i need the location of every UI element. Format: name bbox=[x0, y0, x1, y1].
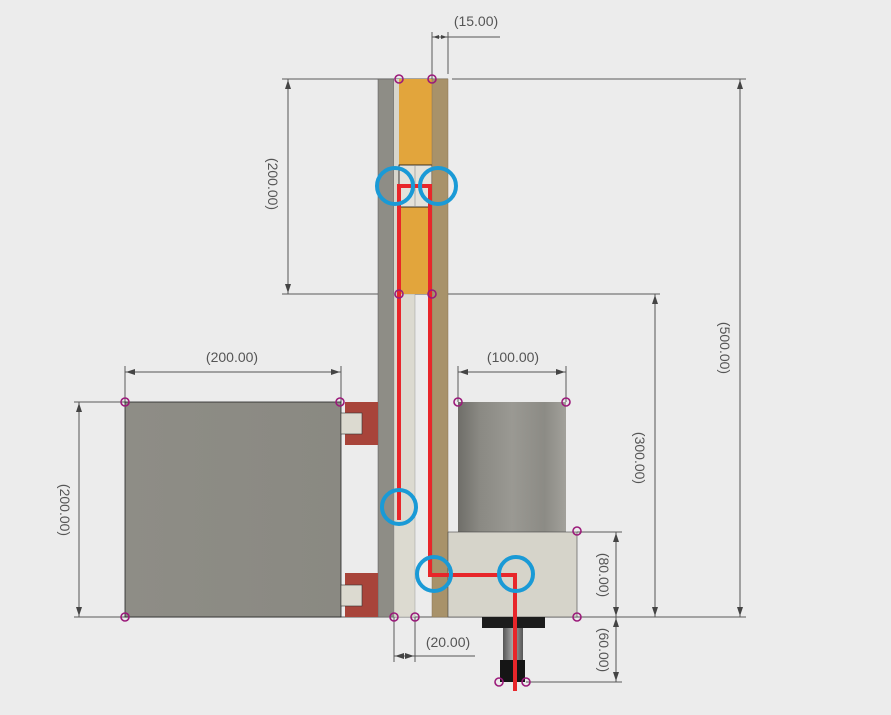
highlight-circle bbox=[380, 488, 418, 526]
dim-total-height[interactable]: (500.00) bbox=[717, 322, 733, 374]
dim-left-box-height[interactable]: (200.00) bbox=[57, 484, 73, 536]
highlight-circles bbox=[375, 166, 535, 593]
left-box[interactable] bbox=[124, 401, 342, 618]
dim-upper-block-height[interactable]: (200.00) bbox=[265, 158, 281, 210]
highlight-circle bbox=[415, 555, 453, 593]
highlight-circle bbox=[497, 555, 535, 593]
tan-rail[interactable] bbox=[431, 78, 449, 618]
motor-cylinder[interactable] bbox=[458, 402, 566, 532]
dim-tool-length[interactable]: (60.00) bbox=[596, 628, 612, 672]
dim-rail-gap[interactable]: (20.00) bbox=[426, 634, 470, 650]
highlight-circle bbox=[418, 166, 458, 206]
dim-motor-width[interactable]: (100.00) bbox=[487, 349, 539, 365]
dimension-lines[interactable] bbox=[76, 35, 743, 682]
tool-collet bbox=[500, 660, 525, 682]
light-strip bbox=[394, 79, 399, 294]
sketch-points[interactable] bbox=[120, 74, 582, 687]
vertical-rail-assembly[interactable] bbox=[377, 78, 449, 618]
gray-rail[interactable] bbox=[377, 78, 395, 618]
dim-lower-height[interactable]: (300.00) bbox=[632, 432, 648, 484]
highlight-circle bbox=[375, 166, 415, 206]
brackets[interactable] bbox=[340, 402, 378, 617]
dim-top-gap[interactable]: (15.00) bbox=[454, 13, 498, 29]
cable-path[interactable] bbox=[397, 184, 517, 691]
dim-left-box-width[interactable]: (200.00) bbox=[206, 349, 258, 365]
dim-spindle-block-height[interactable]: (80.00) bbox=[596, 553, 612, 597]
